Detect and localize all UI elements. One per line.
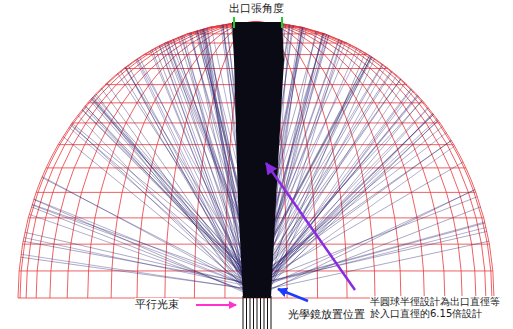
light-ray — [34, 199, 246, 293]
annotation-label: 平行光束 — [135, 298, 179, 311]
light-ray — [252, 146, 455, 292]
beam-line — [271, 296, 272, 329]
beam-line — [264, 296, 265, 329]
hemisphere-mesh — [18, 22, 494, 298]
pointer-arrow — [196, 304, 236, 306]
mesh-line — [20, 22, 492, 298]
light-ray — [249, 133, 446, 283]
pointer-arrow — [266, 163, 355, 290]
beam-line — [250, 296, 251, 329]
light-ray — [155, 48, 247, 287]
beam-line — [260, 296, 261, 329]
light-ray — [69, 127, 246, 282]
exit-mark — [233, 17, 235, 28]
light-ray — [262, 114, 433, 285]
mesh-line — [36, 22, 476, 298]
light-ray — [93, 97, 249, 292]
mesh-line — [67, 22, 445, 298]
light-ray — [262, 190, 475, 295]
light-ray — [78, 115, 250, 296]
beam-line — [267, 296, 268, 329]
light-ray — [42, 177, 250, 289]
light-ray — [251, 121, 438, 295]
beam-line — [243, 296, 244, 329]
lens-tube — [243, 296, 271, 329]
ray-core — [232, 22, 284, 298]
beam-line — [246, 296, 247, 329]
light-ray — [21, 254, 244, 288]
exit-mark — [281, 17, 283, 28]
mesh-line — [18, 22, 494, 298]
light-ray — [29, 214, 246, 290]
annotation-label: 出口張角度 — [229, 2, 284, 15]
light-ray — [249, 197, 477, 286]
mesh-line — [88, 22, 425, 298]
mesh-line — [137, 22, 375, 298]
light-ray — [246, 241, 489, 293]
pointer-arrow — [278, 289, 308, 301]
annotation-label: 半圓球半徑設計為出口直徑等於入口直徑的6.15倍設計 — [370, 296, 500, 320]
light-ray — [254, 207, 481, 295]
light-ray — [31, 207, 248, 293]
beam-line — [253, 296, 254, 329]
light-ray — [264, 223, 485, 283]
light-ray — [91, 99, 261, 290]
light-ray — [261, 108, 428, 289]
mesh-line — [111, 22, 401, 298]
annotation-label: 光學鏡放置位置 — [288, 308, 365, 321]
light-ray — [125, 67, 247, 286]
beam-line — [257, 296, 258, 329]
